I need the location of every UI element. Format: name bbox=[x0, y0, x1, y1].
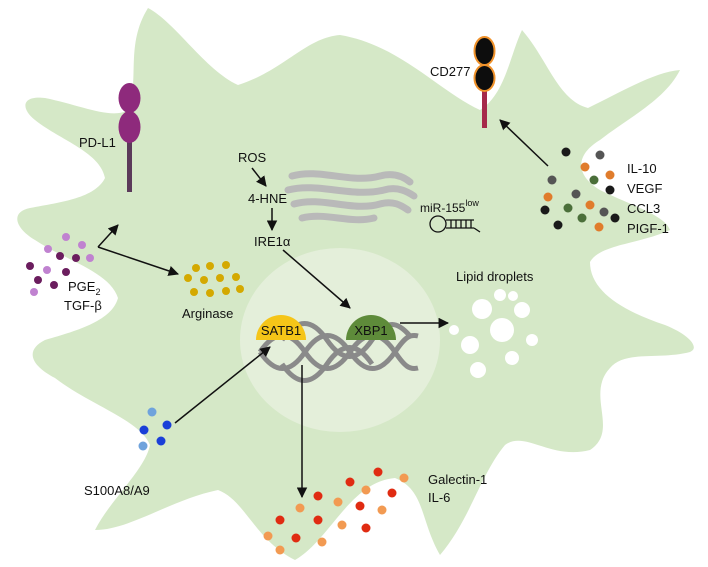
cytokine-cluster bbox=[540, 147, 620, 232]
ccl3-label: CCL3 bbox=[627, 201, 660, 216]
lipid-droplets bbox=[449, 289, 538, 378]
mir155-hairpin bbox=[429, 215, 481, 233]
ros-label: ROS bbox=[238, 150, 267, 165]
satb1-protein bbox=[256, 315, 306, 340]
arginase-cluster bbox=[184, 261, 244, 297]
galectin-1-label: Galectin-1 bbox=[428, 472, 487, 487]
pigf1-label: PIGF-1 bbox=[627, 221, 669, 236]
galectin-il6-cluster bbox=[263, 467, 409, 555]
pge2-label: PGE2 bbox=[68, 279, 100, 297]
xbp1-protein bbox=[346, 315, 396, 340]
s100a8-a9-label: S100A8/A9 bbox=[84, 483, 150, 498]
lipid-droplets-label: Lipid droplets bbox=[456, 269, 534, 284]
pathway-arrows bbox=[97, 119, 549, 499]
tgfb-label: TGF-β bbox=[64, 298, 102, 313]
vegf-label: VEGF bbox=[627, 181, 662, 196]
arrow-pge2-to-arginase bbox=[97, 246, 179, 276]
cd277-label: CD277 bbox=[430, 64, 470, 79]
endoplasmic-reticulum bbox=[284, 170, 418, 224]
arrow-ros-to-hne bbox=[251, 167, 267, 187]
cd277-receptor bbox=[473, 36, 496, 128]
arrow-cytokines-to-cd277 bbox=[499, 119, 549, 167]
il10-label: IL-10 bbox=[627, 161, 657, 176]
hne-label: 4-HNE bbox=[248, 191, 287, 206]
arrow-ire1a-to-xbp1 bbox=[282, 249, 351, 309]
mir155-label: miR-155low bbox=[420, 198, 479, 215]
s100a8-a9-cluster bbox=[138, 407, 172, 451]
ire1a-label: IRE1α bbox=[254, 234, 291, 249]
satb1-label: SATB1 bbox=[261, 323, 301, 338]
pge2-tgfb-cluster bbox=[26, 233, 94, 296]
xbp1-label: XBP1 bbox=[354, 323, 387, 338]
pd-l1-label: PD-L1 bbox=[79, 135, 116, 150]
pd-l1-receptor bbox=[118, 83, 141, 192]
arginase-label: Arginase bbox=[182, 306, 233, 321]
il6-label: IL-6 bbox=[428, 490, 450, 505]
arrow-pge2-to-pdl1 bbox=[97, 224, 119, 248]
arrow-s100-to-satb1 bbox=[174, 346, 271, 424]
